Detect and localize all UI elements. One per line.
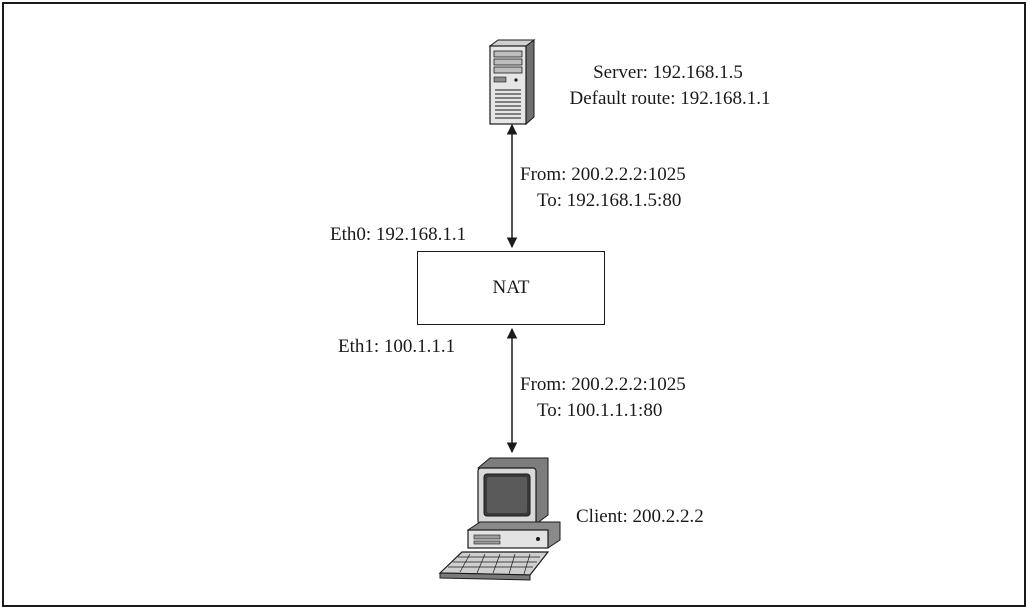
bottom-link-from-label: From: 200.2.2.2:1025 (520, 374, 686, 395)
nat-box: NAT (417, 251, 605, 325)
nat-label: NAT (492, 277, 530, 298)
eth0-label: Eth0: 192.168.1.1 (330, 224, 467, 245)
bottom-link-to-label: To: 100.1.1.1:80 (537, 400, 663, 421)
server-default-route-label: Default route: 192.168.1.1 (569, 88, 771, 109)
client-address-label: Client: 200.2.2.2 (576, 506, 704, 527)
top-link-to-label: To: 192.168.1.5:80 (537, 190, 682, 211)
top-link-from-label: From: 200.2.2.2:1025 (520, 164, 686, 185)
eth1-label: Eth1: 100.1.1.1 (338, 336, 456, 357)
server-address-label: Server: 192.168.1.5 (593, 62, 743, 83)
